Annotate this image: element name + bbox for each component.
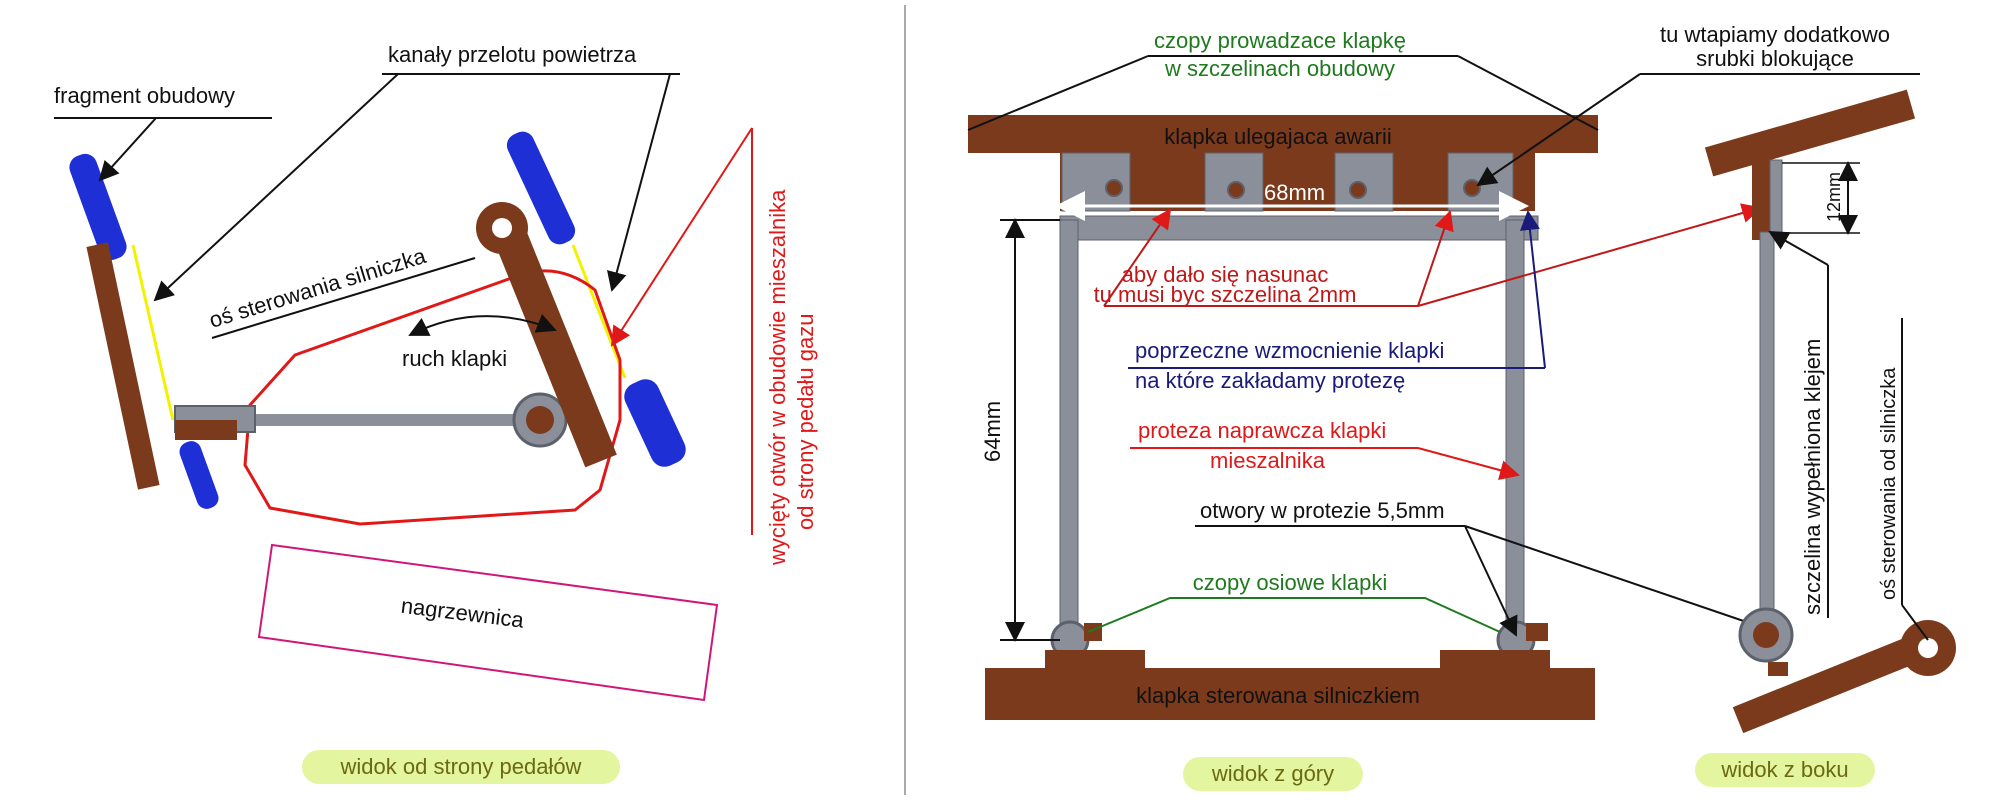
label-housing-fragment: fragment obudowy — [54, 83, 235, 108]
label-reinforcement-line1: poprzeczne wzmocnienie klapki — [1135, 338, 1444, 363]
side-failing-flap — [1704, 89, 1916, 177]
pointer-gap-2 — [1417, 210, 1454, 307]
side-small-block — [1768, 662, 1788, 676]
pointer-holes-2 — [1464, 525, 1772, 634]
flap-pivot-hole — [492, 218, 512, 238]
pointer-axle-pins — [1087, 597, 1501, 633]
label-reinforcement-line2: na które zakładamy protezę — [1135, 368, 1405, 393]
caption-pill-middle — [1183, 757, 1363, 791]
tab-3 — [1334, 152, 1394, 212]
caption-middle: widok z góry — [1211, 761, 1334, 786]
frame-crossbar — [1059, 215, 1539, 241]
motor-flap-plate — [985, 668, 1595, 720]
label-guide-pins-line1: czopy prowadzace klapkę — [1154, 28, 1406, 53]
pointer-gap-1 — [1103, 208, 1172, 307]
label-motor-flap: klapka sterowana silniczkiem — [1136, 683, 1420, 708]
label-guide-pins-line2: w szczelinach obudowy — [1164, 56, 1395, 81]
housing-fragment-bottom-right — [624, 379, 686, 467]
label-screws-line2: srubki blokujące — [1696, 46, 1854, 71]
motor-flap-step-left — [1045, 650, 1145, 670]
label-air-channels: kanały przelotu powietrza — [388, 42, 637, 67]
side-view: 12mm tu wtapiamy dodatkowo srubki blokuj… — [1476, 22, 1956, 787]
side-pivot-hole — [1918, 638, 1938, 658]
pointer-screws — [1476, 73, 1641, 187]
label-failing-flap: klapka ulegajaca awarii — [1164, 124, 1391, 149]
motor-flap-pin-left — [1084, 623, 1102, 641]
heater-box — [257, 543, 719, 702]
caption-left: widok od strony pedałów — [340, 754, 582, 779]
label-12mm: 12mm — [1824, 172, 1844, 222]
label-prosthesis-line2: mieszalnika — [1210, 448, 1326, 473]
side-motor-flap — [1732, 624, 1948, 734]
arrow-air-channel-left — [153, 73, 399, 302]
label-axle-pins: czopy osiowe klapki — [1193, 570, 1387, 595]
side-rod-eye-hub — [1753, 622, 1779, 648]
underline-motor-axis — [211, 257, 476, 339]
tab-hole-1 — [1105, 179, 1123, 197]
pointer-glue-gap — [1768, 231, 1829, 266]
side-bracket — [1769, 159, 1783, 239]
pointer-holes-1 — [1464, 525, 1518, 637]
side-rod — [1759, 231, 1775, 631]
label-screws-line1: tu wtapiamy dodatkowo — [1660, 22, 1890, 47]
caption-pill-left — [302, 750, 620, 784]
caption-pill-right — [1695, 753, 1875, 787]
failing-flap-plate — [968, 115, 1598, 153]
label-holes: otwory w protezie 5,5mm — [1200, 498, 1445, 523]
arrow-flap-motion — [408, 314, 557, 336]
arrow-housing-fragment — [98, 117, 157, 182]
label-flap-motion: ruch klapki — [402, 346, 507, 371]
label-glue-gap: szczelina wypełniona klejem — [1800, 339, 1825, 615]
flap-stub — [175, 420, 237, 440]
tab-hole-4 — [1463, 179, 1481, 197]
pointer-side-motor-axis — [1901, 604, 1929, 641]
pointer-gap-3 — [1417, 203, 1762, 307]
left-view: fragment obudowy kanały przelotu powietr… — [54, 42, 818, 784]
top-view: 68mm 64mm czopy prowadzace klapkę w szcz… — [967, 28, 1772, 791]
motor-flap-step-right — [1440, 650, 1550, 670]
label-cut-hole-line2: od strony pedału gazu — [793, 314, 818, 531]
pointer-reinforcement — [1520, 210, 1546, 369]
tab-hole-2 — [1227, 181, 1245, 199]
frame-rod-right — [1505, 219, 1525, 641]
label-prosthesis-line1: proteza naprawcza klapki — [1138, 418, 1386, 443]
connecting-rod — [175, 414, 545, 426]
left-housing-plate — [86, 242, 160, 490]
arrow-air-channel-right — [607, 73, 671, 292]
housing-fragment-top-right — [506, 131, 576, 245]
frame-rod-left — [1059, 219, 1079, 641]
housing-fragment-top-left — [69, 153, 127, 261]
housing-fragment-bottom-left — [179, 441, 219, 509]
label-gap-line1: aby dało się nasunac — [1122, 262, 1329, 287]
label-gap-line2: tu musi byc szczelina 2mm — [1094, 282, 1357, 307]
pointer-guide-pin-left — [967, 55, 1149, 131]
pointer-cut-hole — [610, 127, 753, 347]
motor-flap — [493, 227, 617, 468]
air-channel-right — [571, 244, 627, 379]
label-width: 68mm — [1264, 180, 1325, 205]
motor-flap-pin-right — [1526, 623, 1548, 641]
tab-4 — [1447, 152, 1514, 212]
label-side-motor-axis: oś sterowania od silniczka — [1878, 367, 1900, 600]
tab-hole-3 — [1349, 181, 1367, 199]
label-heater: nagrzewnica — [400, 593, 526, 633]
label-height: 64mm — [980, 401, 1005, 462]
caption-right: widok z boku — [1720, 757, 1848, 782]
side-failing-flap-stem — [1752, 160, 1772, 240]
air-channel-left — [131, 244, 175, 421]
rod-end-hub — [526, 406, 554, 434]
pointer-prosthesis — [1417, 447, 1520, 480]
label-cut-hole-line1: wycięty otwór w obudowie mieszalnika — [765, 189, 790, 566]
